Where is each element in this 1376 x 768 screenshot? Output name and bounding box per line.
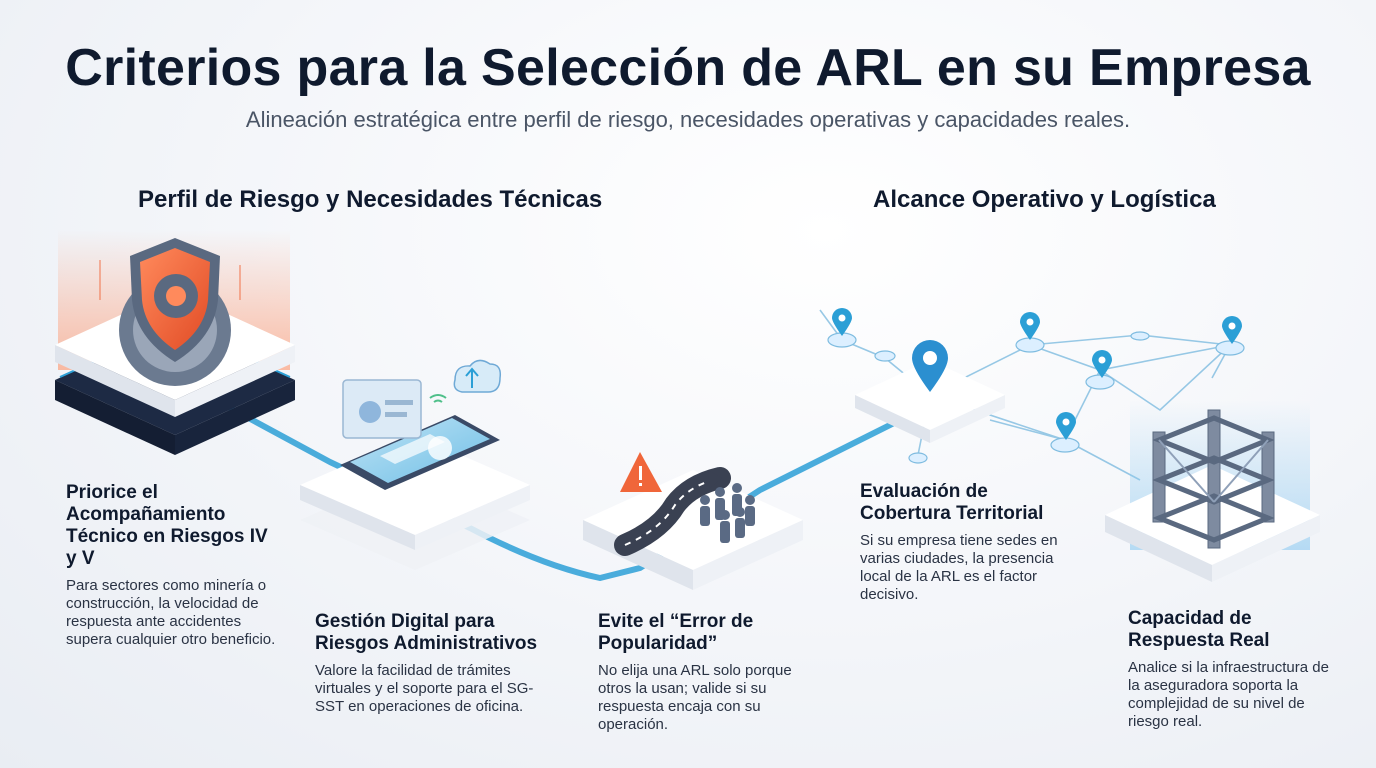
page-subtitle: Alineación estratégica entre perfil de r… — [245, 107, 1131, 132]
card-response-capacity: Capacidad de Respuesta Real Analice si l… — [1128, 608, 1343, 731]
card-title: Evite el “Error de Popularidad” — [598, 611, 754, 654]
digital-tablet-icon — [300, 359, 530, 570]
card-description: Analice si la infraestructura de la aseg… — [1128, 659, 1329, 730]
location-pin-icon — [827, 308, 1245, 464]
card-description: Si su empresa tiene sedes en varias ciud… — [860, 532, 1058, 603]
card-title: Evaluación de Cobertura Territorial — [860, 481, 1044, 524]
card-title: Gestión Digital para Riesgos Administrat… — [315, 611, 538, 654]
warning-icon — [583, 452, 803, 590]
section-title-operational-scope: Alcance Operativo y Logística — [873, 186, 1216, 213]
card-description: Valore la facilidad de trámites virtuale… — [315, 662, 534, 715]
card-territorial-coverage: Evaluación de Cobertura Territorial Si s… — [860, 481, 1060, 604]
infrastructure-icon — [1105, 400, 1320, 582]
section-title-risk-profile: Perfil de Riesgo y Necesidades Técnicas — [138, 186, 603, 213]
card-description: No elija una ARL solo porque otros la us… — [598, 662, 792, 733]
card-popularity-error: Evite el “Error de Popularidad” No elija… — [598, 611, 813, 734]
card-title: Priorice el Acompañamiento Técnico en Ri… — [66, 482, 268, 569]
card-title: Capacidad de Respuesta Real — [1128, 608, 1270, 651]
card-technical-support: Priorice el Acompañamiento Técnico en Ri… — [66, 482, 281, 649]
card-description: Para sectores como minería o construcció… — [66, 577, 276, 648]
page-title: Criterios para la Selección de ARL en su… — [65, 39, 1311, 97]
shield-gear-icon — [55, 230, 295, 455]
card-digital-management: Gestión Digital para Riesgos Administrat… — [315, 611, 555, 716]
